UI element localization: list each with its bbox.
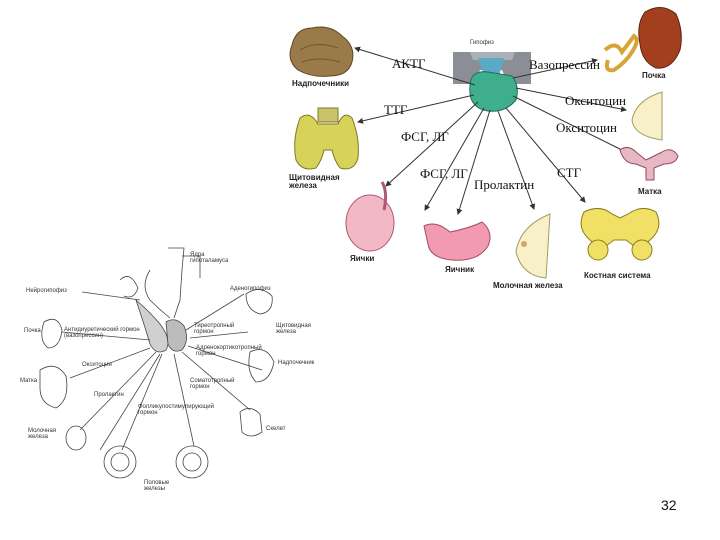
hormone-arrows bbox=[354, 46, 633, 215]
label-bone: Скелет bbox=[266, 426, 286, 432]
organ-label-testis: Яички bbox=[350, 254, 375, 263]
slide-number: 32 bbox=[661, 497, 677, 513]
hormone-label-fsh-lh-1: ФСГ, ЛГ bbox=[401, 129, 449, 144]
arrow-fsh-ovary bbox=[424, 107, 485, 211]
label-thyrotropic: Тиреотропный гормон bbox=[194, 323, 235, 336]
label-neurohypophysis: Нейрогипофиз bbox=[26, 288, 67, 294]
hormone-label-fsh-lh-2: ФСГ, ЛГ bbox=[420, 166, 468, 181]
label-adenohypophysis: Аденогипофиз bbox=[230, 286, 271, 292]
arrow-stg bbox=[505, 107, 586, 203]
thyroid-illustration bbox=[294, 107, 359, 170]
arrow-breast bbox=[497, 110, 536, 210]
label-kidney: Почка bbox=[24, 328, 41, 334]
pituitary-gland bbox=[453, 52, 531, 112]
pituitary-label: Гипофиз bbox=[470, 40, 494, 46]
label-thyroid: Щитовидная железа bbox=[276, 323, 311, 336]
kidney-illustration bbox=[603, 7, 682, 73]
hormone-label-stg: СТГ bbox=[557, 165, 582, 180]
hormone-label-vasopressin: Вазопрессин bbox=[529, 57, 601, 72]
label-fsh: Фолликулостимулирующий гормон bbox=[138, 404, 215, 417]
arrow-fsh-testis bbox=[385, 101, 479, 187]
bottom-diagram-graphics bbox=[39, 247, 275, 479]
uterus-illustration bbox=[619, 146, 679, 181]
label-breast: Молочная железа bbox=[28, 428, 57, 441]
arrow-acth bbox=[354, 46, 476, 86]
breast-illustration bbox=[515, 213, 551, 279]
label-gonads: Половые железы bbox=[144, 480, 170, 493]
organ-label-skeleton: Костная система bbox=[584, 271, 651, 280]
label-uterus: Матка bbox=[20, 378, 38, 384]
label-antidiuretic: Антидиуретический гормон (вазопрессин) bbox=[64, 327, 140, 340]
label-hypothalamus-nuclei: Ядра гипоталамуса bbox=[190, 252, 229, 265]
arrow-vasopressin bbox=[512, 58, 598, 79]
organ-label-thyroid: Щитовидная железа bbox=[289, 173, 340, 191]
label-acth: Адренокортикотропный гормон bbox=[196, 345, 262, 358]
testis-illustration bbox=[345, 181, 395, 252]
hormone-label-oxytocin-2: Окситоцин bbox=[556, 120, 617, 135]
label-prolactin: Пролактин bbox=[94, 392, 124, 398]
breast-right-illustration bbox=[631, 91, 663, 141]
label-oxytocin: Окситоцин bbox=[82, 362, 112, 368]
arrow-prolactin bbox=[456, 109, 491, 215]
hormone-label-oxytocin-1: Окситоцин bbox=[565, 93, 626, 108]
organ-label-kidney: Почка bbox=[642, 71, 666, 80]
hormone-label-tsh: ТТГ bbox=[384, 102, 408, 117]
arrow-oxytocin-breast bbox=[515, 87, 627, 112]
adrenal-illustration bbox=[289, 26, 354, 77]
hormone-label-prolactin: Пролактин bbox=[474, 177, 535, 192]
ovary-illustration bbox=[423, 221, 491, 261]
organ-label-ovary: Яичник bbox=[445, 265, 475, 274]
pelvis-illustration bbox=[580, 208, 660, 261]
label-somatotropic: Соматотропный гормон bbox=[190, 378, 235, 391]
organ-label-adrenal: Надпочечники bbox=[292, 79, 350, 88]
organ-label-uterus: Матка bbox=[638, 187, 662, 196]
organ-label-breast: Молочная железа bbox=[493, 281, 563, 290]
arrow-uterus bbox=[512, 95, 633, 156]
label-adrenal: Надпочечник bbox=[278, 360, 315, 366]
arrow-tsh bbox=[357, 94, 475, 124]
hormone-label-acth: АКТГ bbox=[392, 56, 426, 71]
